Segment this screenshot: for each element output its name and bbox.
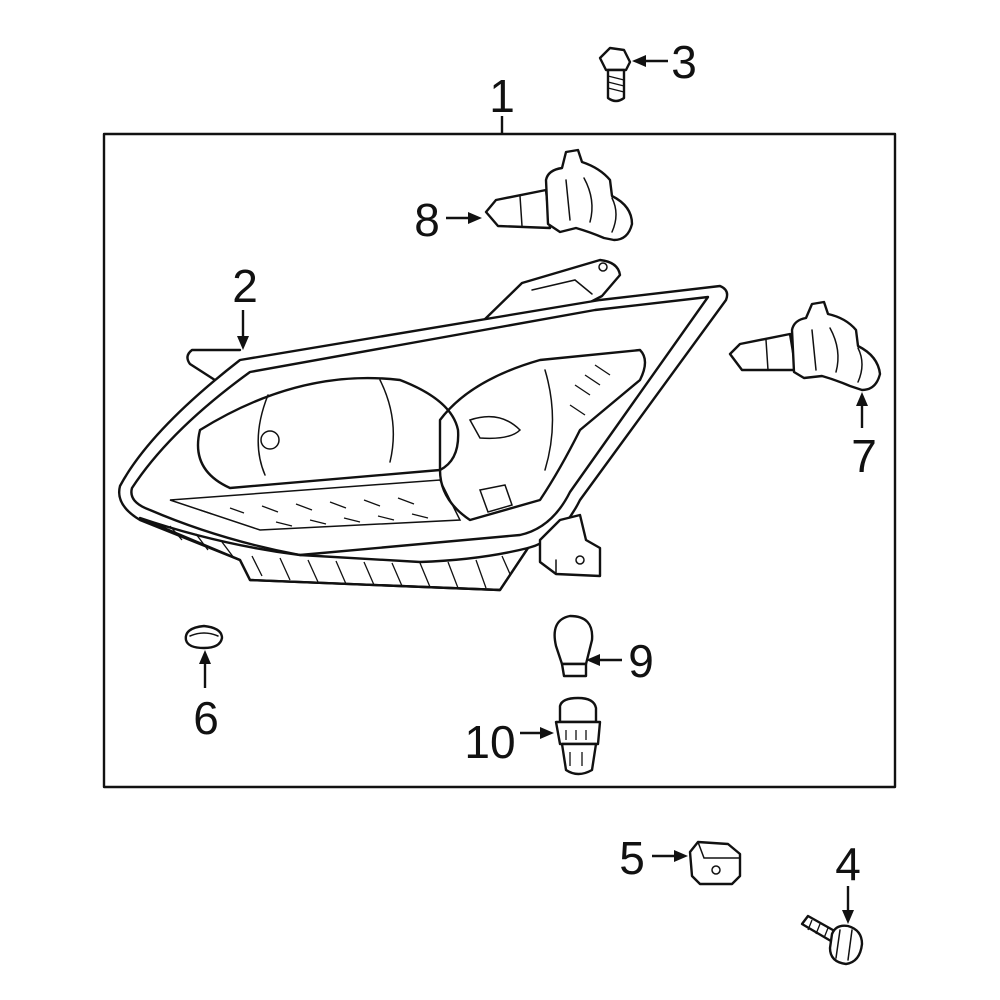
part-5-clip-icon bbox=[688, 840, 742, 886]
callout-2-label: 2 bbox=[232, 260, 258, 312]
callout-5-label: 5 bbox=[619, 832, 645, 884]
callout-1-label: 1 bbox=[489, 70, 515, 122]
callout-6-label: 6 bbox=[193, 692, 219, 744]
part-3-bolt-icon bbox=[598, 46, 632, 103]
part-8-bulb-icon bbox=[484, 148, 634, 242]
part-9-bulb-icon bbox=[553, 614, 594, 678]
assembly-frame bbox=[102, 132, 897, 789]
upper-right-hatching bbox=[569, 364, 611, 416]
callout-7-label: 7 bbox=[851, 430, 877, 482]
callout-3-label: 3 bbox=[671, 36, 697, 88]
part-7-bulb-icon bbox=[728, 300, 882, 392]
part-6-grommet-icon bbox=[184, 624, 224, 650]
callout-10-label: 10 bbox=[464, 716, 515, 768]
callout-8-label: 8 bbox=[414, 194, 440, 246]
part-10-socket-icon bbox=[554, 696, 602, 776]
callout-4-label: 4 bbox=[835, 838, 861, 890]
reflector-hatching bbox=[199, 497, 429, 527]
lower-lip-hatching bbox=[169, 525, 511, 589]
headlamp-assembly bbox=[118, 258, 729, 592]
part-4-bolt-icon bbox=[800, 914, 864, 966]
callout-9-label: 9 bbox=[628, 635, 654, 687]
